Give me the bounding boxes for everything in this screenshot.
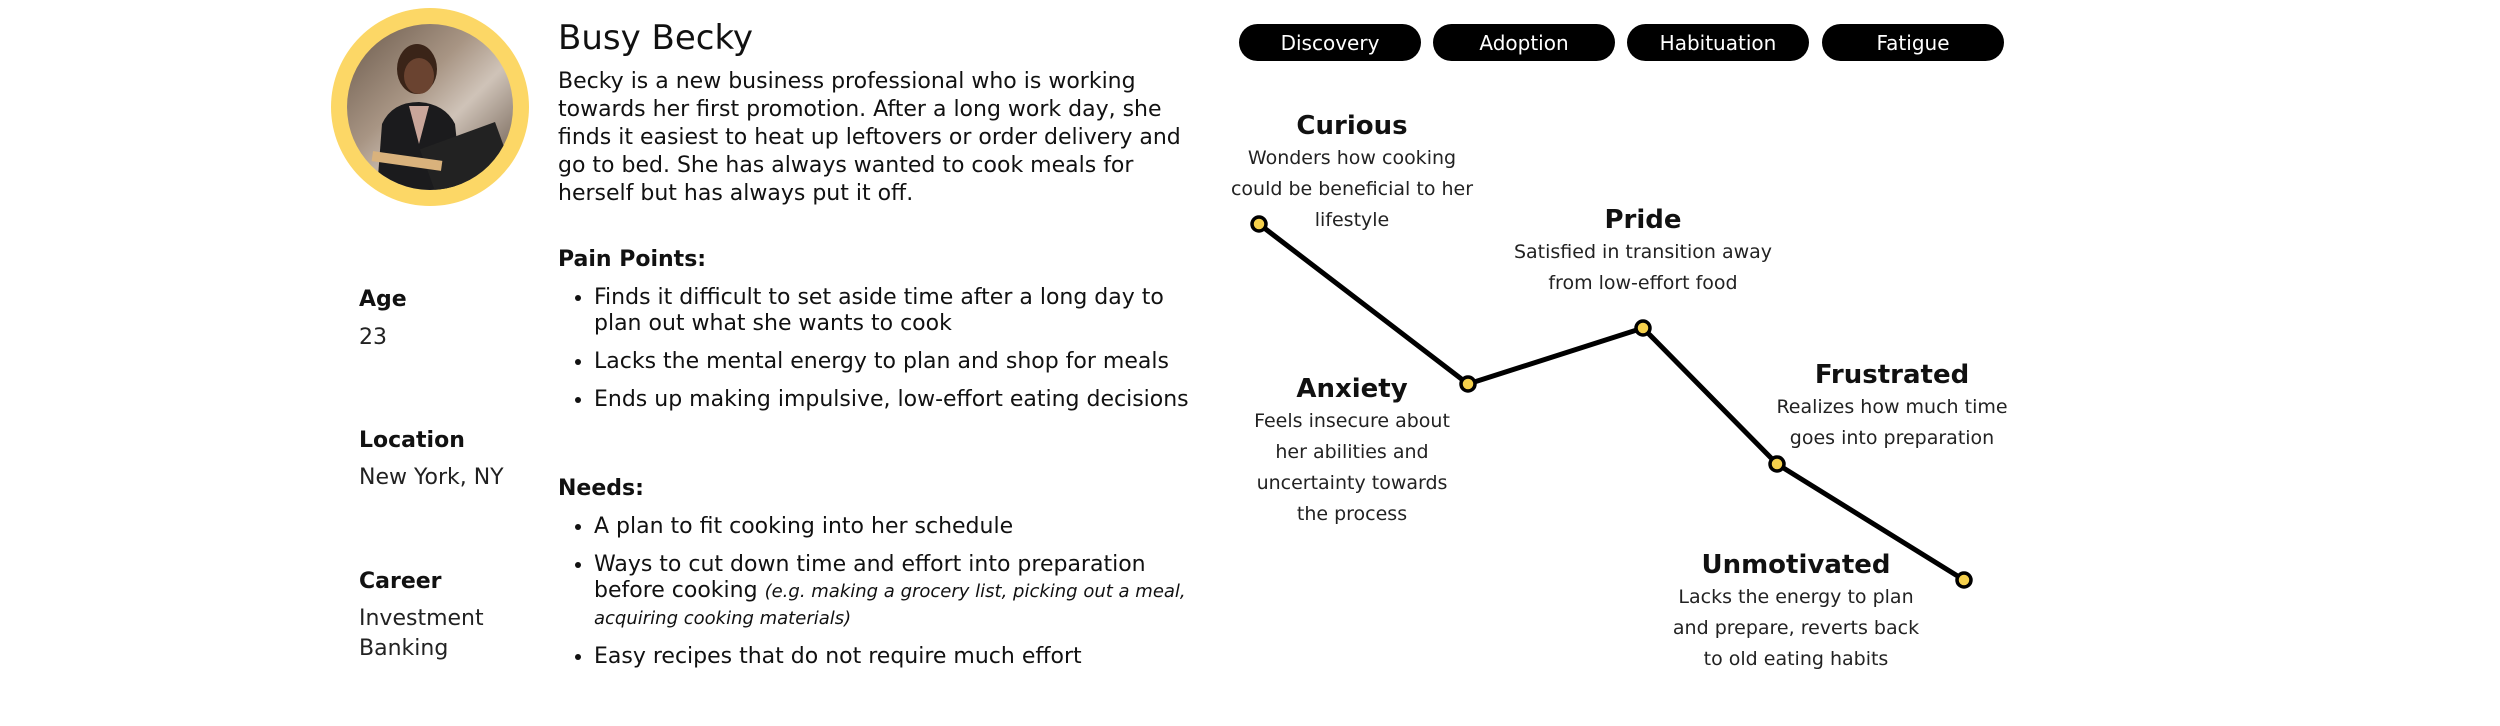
career-label: Career — [359, 569, 442, 594]
need-item: A plan to fit cooking into her schedule — [594, 514, 1214, 540]
pain-points-list: Finds it difficult to set aside time aft… — [572, 285, 1214, 425]
need-item: Easy recipes that do not require much ef… — [594, 644, 1214, 670]
career-value: Investment Banking — [359, 606, 484, 661]
stage-fatigue: Fatigue — [1822, 24, 2004, 61]
emotion-title: Anxiety — [1296, 374, 1408, 404]
emotion-frustrated: Frustrated Realizes how much time goes i… — [1682, 358, 2102, 454]
emotion-pride: Pride Satisfied in transition away from … — [1433, 203, 1853, 299]
pain-point-item: Finds it difficult to set aside time aft… — [594, 285, 1214, 337]
need-item: Ways to cut down time and effort into pr… — [594, 552, 1214, 632]
emotion-anxiety: Anxiety Feels insecure about her abiliti… — [1142, 372, 1562, 530]
emotion-title: Pride — [1604, 205, 1682, 235]
pain-points-heading: Pain Points: — [558, 247, 707, 272]
emotion-curious: Curious Wonders how cooking could be ben… — [1142, 109, 1562, 236]
need-text: Easy recipes that do not require much ef… — [594, 644, 1082, 669]
persona-bio: Becky is a new business professional who… — [558, 69, 1181, 206]
pain-point-item: Ends up making impulsive, low-effort eat… — [594, 387, 1214, 413]
pain-point-item: Lacks the mental energy to plan and shop… — [594, 349, 1214, 375]
persona-photo-icon — [371, 44, 513, 190]
journey-point-frustrated — [1768, 455, 1786, 473]
emotion-description: Wonders how cooking could be beneficial … — [1230, 147, 1474, 231]
location-label: Location — [359, 428, 465, 453]
age-label: Age — [359, 287, 407, 312]
emotion-description: Realizes how much time goes into prepara… — [1776, 396, 2008, 449]
avatar — [347, 24, 513, 190]
location-value: New York, NY — [359, 465, 504, 490]
stage-adoption: Adoption — [1433, 24, 1615, 61]
need-text: Ways to cut down time and effort into pr… — [594, 552, 1146, 603]
stage-habituation: Habituation — [1627, 24, 1809, 61]
emotion-title: Frustrated — [1814, 360, 1970, 390]
emotion-description: Feels insecure about her abilities and u… — [1254, 410, 1450, 525]
age-value: 23 — [359, 325, 387, 350]
emotion-title: Curious — [1296, 111, 1408, 141]
needs-heading: Needs: — [558, 476, 644, 501]
need-example: (e.g. making a grocery list, picking out… — [594, 581, 1186, 629]
emotion-unmotivated: Unmotivated Lacks the energy to plan and… — [1586, 548, 2006, 675]
emotion-description: Lacks the energy to plan and prepare, re… — [1672, 586, 1920, 670]
journey-point-pride — [1634, 319, 1652, 337]
emotion-description: Satisfied in transition away from low-ef… — [1513, 241, 1773, 294]
persona-name: Busy Becky — [558, 18, 754, 58]
need-text: A plan to fit cooking into her schedule — [594, 514, 1014, 539]
stage-discovery: Discovery — [1239, 24, 1421, 61]
needs-list: A plan to fit cooking into her schedule … — [572, 514, 1214, 682]
emotion-title: Unmotivated — [1701, 550, 1891, 580]
